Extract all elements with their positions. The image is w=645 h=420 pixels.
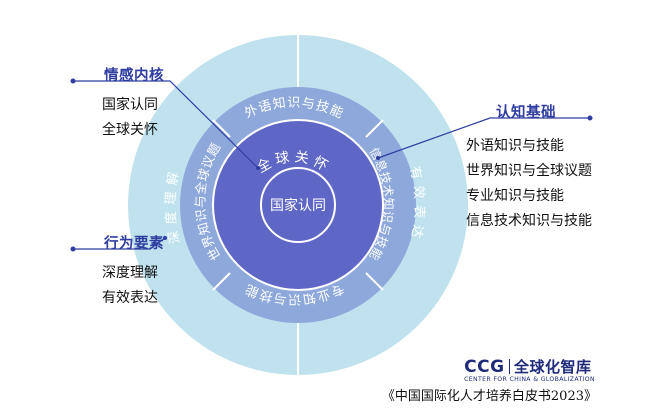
behavior-elements-heading: 行为要素: [104, 236, 164, 252]
list-item: 有效表达: [102, 290, 158, 306]
emotional-core-block: 情感内核 国家认同 全球关怀: [102, 64, 164, 143]
behavior-elements-block: 行为要素 深度理解 有效表达: [102, 232, 164, 311]
connector-end-left-top: [256, 166, 260, 170]
ring-label-outer-right: 有效表达: [407, 165, 427, 245]
list-item: 国家认同: [102, 97, 158, 113]
connector-dot-right: [587, 115, 593, 121]
list-item: 外语知识与技能: [466, 138, 564, 154]
cognitive-basis-heading: 认知基础: [496, 105, 556, 121]
list-item: 专业知识与技能: [466, 188, 564, 204]
ccg-logo: CCG 全球化智库 CENTER FOR CHINA & GLOBALIZATI…: [464, 356, 595, 383]
list-item: 信息技术知识与技能: [466, 213, 592, 229]
source-citation: 《中国国际化人才培养白皮书2023》: [381, 389, 597, 404]
connector-left-top: [73, 80, 259, 169]
middle-divider-br: [365, 272, 384, 291]
connector-dot-left-bottom: [70, 246, 76, 252]
list-item: 深度理解: [102, 265, 158, 281]
center-circle: [260, 167, 336, 243]
list-item: 全球关怀: [102, 122, 158, 138]
logo-separator: [508, 359, 511, 374]
logo-chinese-name: 全球化智库: [514, 358, 592, 376]
list-item: 世界知识与全球议题: [466, 163, 592, 179]
connector-end-right: [376, 156, 380, 160]
connector-dot-left-top: [70, 78, 76, 84]
connector-left-bottom: [73, 237, 166, 250]
middle-divider-tl: [212, 119, 231, 138]
emotional-core-heading: 情感内核: [104, 68, 164, 84]
connector-end-left-bottom: [163, 236, 167, 240]
cognitive-basis-block: 认知基础 外语知识与技能 世界知识与全球议题 专业知识与技能 信息技术知识与技能: [436, 101, 592, 234]
middle-divider-tr: [365, 119, 384, 138]
connector-right: [377, 117, 590, 159]
logo-english-name: CENTER FOR CHINA & GLOBALIZATION: [464, 376, 595, 383]
center-label: 国家认同: [270, 197, 326, 214]
middle-divider-bl: [212, 272, 231, 291]
logo-abbr: CCG: [464, 357, 505, 377]
